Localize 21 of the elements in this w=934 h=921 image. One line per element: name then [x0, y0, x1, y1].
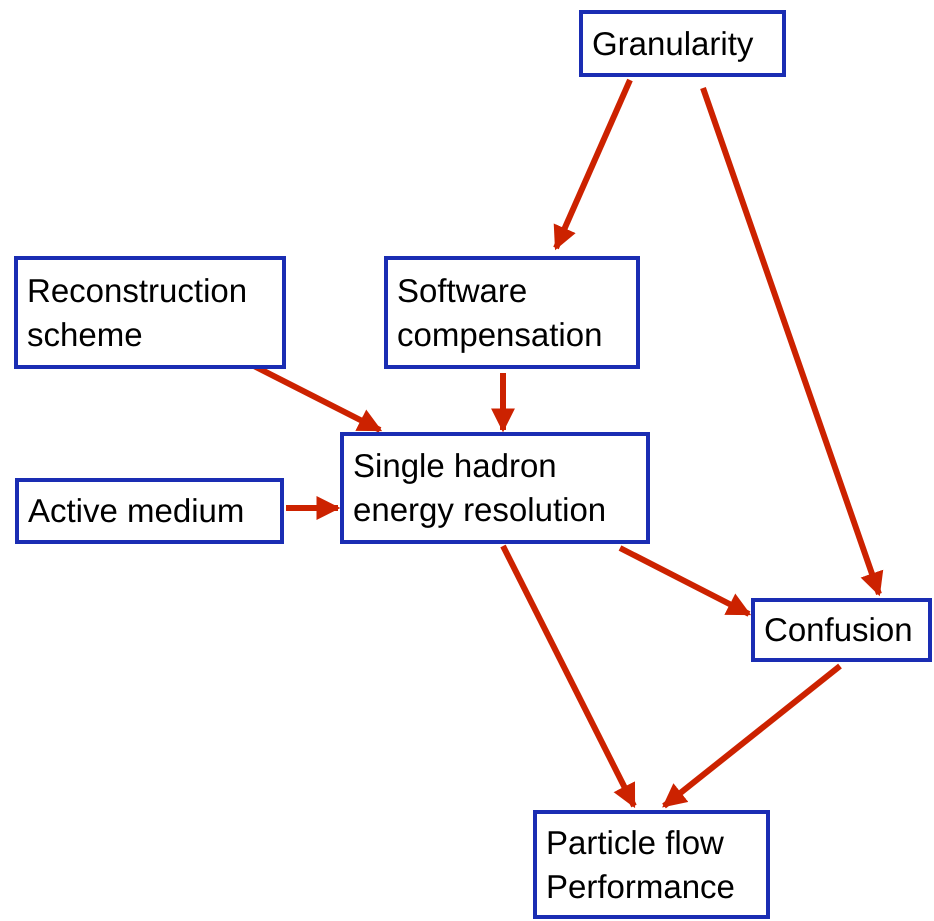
process-box	[14, 256, 286, 369]
process-box	[15, 478, 284, 544]
box-label: Granularity	[592, 24, 754, 64]
process-box	[751, 598, 932, 662]
box-label: Active medium	[28, 491, 246, 531]
box-label: Software compensation	[397, 270, 604, 355]
box-label: Reconstruction scheme	[27, 270, 248, 354]
arrow	[286, 496, 340, 520]
arrow	[491, 373, 515, 432]
arrow	[553, 78, 633, 250]
box-label: Particle flow Performance	[546, 822, 736, 906]
arrow	[700, 87, 884, 596]
process-box	[384, 256, 640, 369]
process-box	[340, 432, 650, 544]
box-label: Single hadron energy resolution	[353, 446, 608, 530]
process-box	[579, 10, 786, 77]
arrow	[618, 545, 752, 617]
arrow	[500, 544, 637, 808]
box-label: Confusion	[764, 610, 914, 650]
arrow	[662, 664, 842, 808]
process-box	[533, 810, 770, 919]
